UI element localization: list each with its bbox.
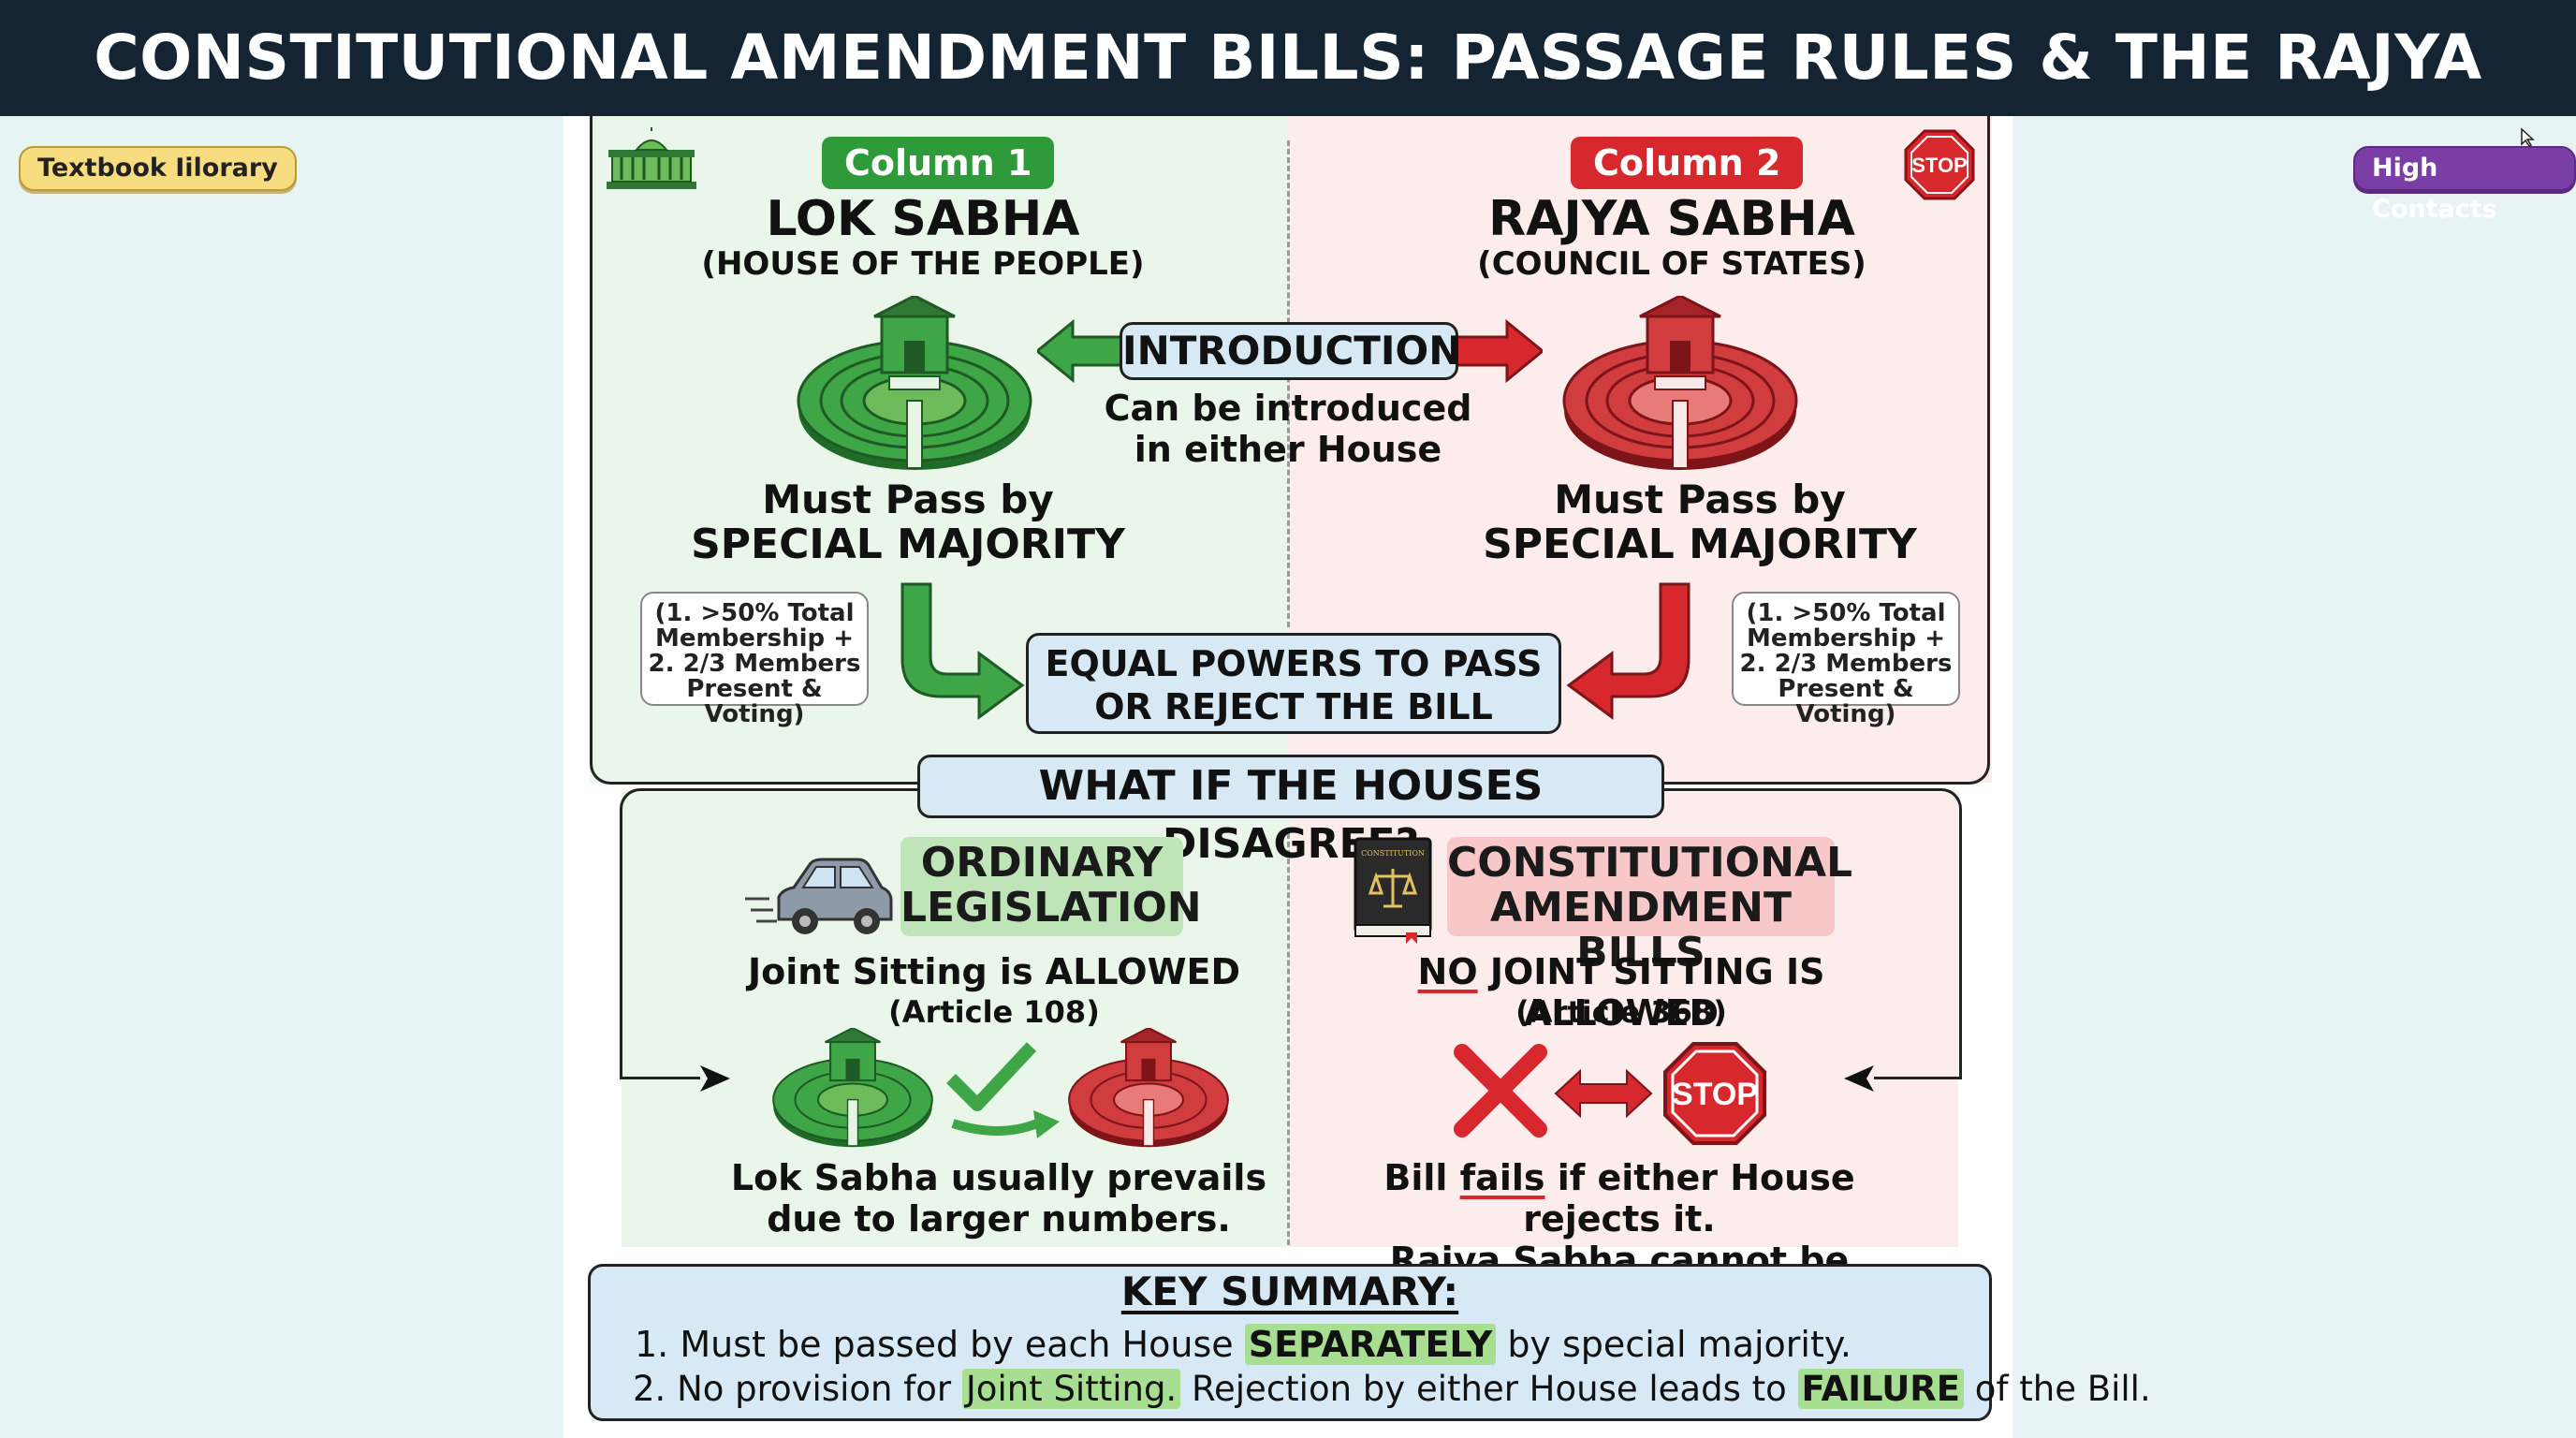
summary-line-2: 2. No provision for Joint Sitting. Rejec… [633, 1369, 2151, 1409]
introduction-note-line2: in either House [1134, 429, 1442, 470]
text-part: by special majority. [1496, 1324, 1852, 1365]
lok-sabha-pass-line2: SPECIAL MAJORITY [691, 521, 1125, 568]
note-line: 2. 2/3 Members [648, 650, 861, 678]
title-bar: CONSTITUTIONAL AMENDMENT BILLS: PASSAGE … [0, 0, 2576, 210]
curved-arrow-red-icon [1566, 582, 1690, 720]
column-1-tag: Column 1 [822, 137, 1055, 189]
ordinary-rule: Joint Sitting is ALLOWED [747, 951, 1241, 992]
lok-sabha-pass-rule: Must Pass by SPECIAL MAJORITY [674, 477, 1142, 567]
rajya-sabha-pass-rule: Must Pass by SPECIAL MAJORITY [1466, 477, 1934, 567]
introduction-note-line1: Can be introduced [1104, 388, 1472, 429]
amendment-result-line1: Bill fails if either House rejects it. [1310, 1157, 1928, 1240]
lok-sabha-chamber-small-icon [772, 1028, 933, 1148]
rajya-sabha-subtitle: (COUNCIL OF STATES) [1477, 245, 1866, 283]
amendment-rule-rest: JOINT SITTING IS ALLOWED [1477, 951, 1825, 1034]
ordinary-line2: LEGISLATION [900, 884, 1202, 932]
amendment-article: (Article 368) [1515, 994, 1727, 1030]
ordinary-article: (Article 108) [888, 994, 1100, 1030]
flow-line-left [620, 1077, 700, 1079]
stop-sign-large-label: STOP [1672, 1077, 1758, 1112]
text-part: if either House rejects it. [1523, 1157, 1855, 1240]
rajya-sabha-majority-note: (1. >50% Total Membership + 2. 2/3 Membe… [1732, 592, 1960, 727]
high-contacts-button[interactable]: High Contacts [2353, 146, 2576, 224]
curved-arrow-green-icon [900, 582, 1025, 720]
text-part: Rejection by either House leads to [1180, 1369, 1798, 1409]
rajya-sabha-chamber-small-icon [1068, 1028, 1229, 1148]
text-part: Bill [1383, 1157, 1460, 1198]
ordinary-result: Lok Sabha usually prevails due to larger… [723, 1157, 1275, 1240]
summary-line-1: 1. Must be passed by each House SEPARATE… [635, 1324, 1852, 1365]
textbook-library-button[interactable]: Textbook Iilorary [19, 146, 297, 191]
cursor-icon [2521, 127, 2535, 147]
equal-powers-line2: OR REJECT THE BILL [1094, 686, 1493, 727]
rajya-sabha-pass-line2: SPECIAL MAJORITY [1483, 521, 1917, 568]
note-line: Membership + [654, 624, 854, 653]
amendment-rule-neg: NO [1417, 951, 1478, 992]
arrow-left-green-icon [1037, 318, 1123, 384]
column-divider-lower [1287, 833, 1290, 1245]
note-line: (1. >50% Total [654, 599, 855, 627]
introduction-note: Can be introduced in either House [1101, 388, 1475, 470]
ordinary-result-line1: Lok Sabha usually prevails [730, 1157, 1267, 1198]
ordinary-result-line2: due to larger numbers. [767, 1198, 1231, 1240]
text-part: 2. No provision for [633, 1369, 962, 1409]
arrow-right-small-icon [700, 1065, 730, 1092]
stop-sign-icon: STOP [1904, 129, 1975, 200]
column-divider [1287, 140, 1290, 627]
rajya-sabha-chamber-icon [1562, 296, 1798, 470]
note-line: Present & Voting) [1778, 675, 1914, 728]
arrow-right-red-icon [1456, 318, 1543, 384]
rajya-sabha-pass-line1: Must Pass by [1554, 477, 1846, 522]
check-arrow-icon [946, 1042, 1060, 1138]
disagree-heading: WHAT IF THE HOUSES DISAGREE? [917, 755, 1664, 868]
ordinary-legislation-label: ORDINARY LEGISLATION [900, 837, 1202, 936]
text-part-highlight: fails [1459, 1157, 1545, 1198]
flow-line-right [1874, 1077, 1962, 1079]
stop-sign-large-icon: STOP [1663, 1042, 1766, 1145]
car-icon [745, 858, 893, 934]
amendment-line2: AMENDMENT BILLS [1490, 884, 1792, 976]
rajya-sabha-title: RAJYA SABHA [1488, 191, 1855, 247]
parliament-building-icon [607, 127, 696, 189]
stop-sign-label: STOP [1911, 154, 1968, 177]
ordinary-line1: ORDINARY [920, 839, 1164, 887]
key-summary-title: KEY SUMMARY: [1120, 1269, 1459, 1314]
note-line: (1. >50% Total [1746, 599, 1946, 627]
text-part: of the Bill. [1964, 1369, 2151, 1409]
column-2-tag: Column 2 [1571, 137, 1804, 189]
book-title: CONSTITUTION [1361, 849, 1425, 858]
equal-powers-box: EQUAL POWERS TO PASS OR REJECT THE BILL [1026, 633, 1561, 734]
cross-icon [1454, 1044, 1547, 1137]
equal-powers-line1: EQUAL POWERS TO PASS [1045, 643, 1543, 684]
amendment-bills-label: CONSTITUTIONAL AMENDMENT BILLS [1447, 837, 1853, 976]
text-part-highlight: Joint Sitting. [961, 1369, 1181, 1409]
introduction-label: INTRODUCTION [1120, 322, 1461, 380]
lok-sabha-title: LOK SABHA [766, 191, 1080, 247]
text-part: 1. Must be passed by each House [635, 1324, 1245, 1365]
text-part-highlight: FAILURE [1797, 1369, 1965, 1409]
amendment-rule: NO JOINT SITTING IS ALLOWED [1322, 951, 1921, 1034]
lok-sabha-pass-line1: Must Pass by [762, 477, 1054, 522]
note-line: Membership + [1746, 624, 1945, 653]
arrow-left-small-icon [1844, 1065, 1874, 1092]
note-line: 2. 2/3 Members [1739, 650, 1953, 678]
note-line: Present & Voting) [686, 675, 823, 728]
lok-sabha-majority-note: (1. >50% Total Membership + 2. 2/3 Membe… [640, 592, 869, 727]
page-title: CONSTITUTIONAL AMENDMENT BILLS: PASSAGE … [94, 22, 2482, 210]
double-arrow-icon [1554, 1068, 1653, 1119]
text-part-highlight: SEPARATELY [1244, 1324, 1497, 1365]
amendment-line1: CONSTITUTIONAL [1447, 839, 1853, 887]
lok-sabha-subtitle: (HOUSE OF THE PEOPLE) [701, 245, 1145, 283]
lok-sabha-chamber-icon [797, 296, 1032, 470]
constitution-book-icon: CONSTITUTION [1354, 837, 1432, 944]
